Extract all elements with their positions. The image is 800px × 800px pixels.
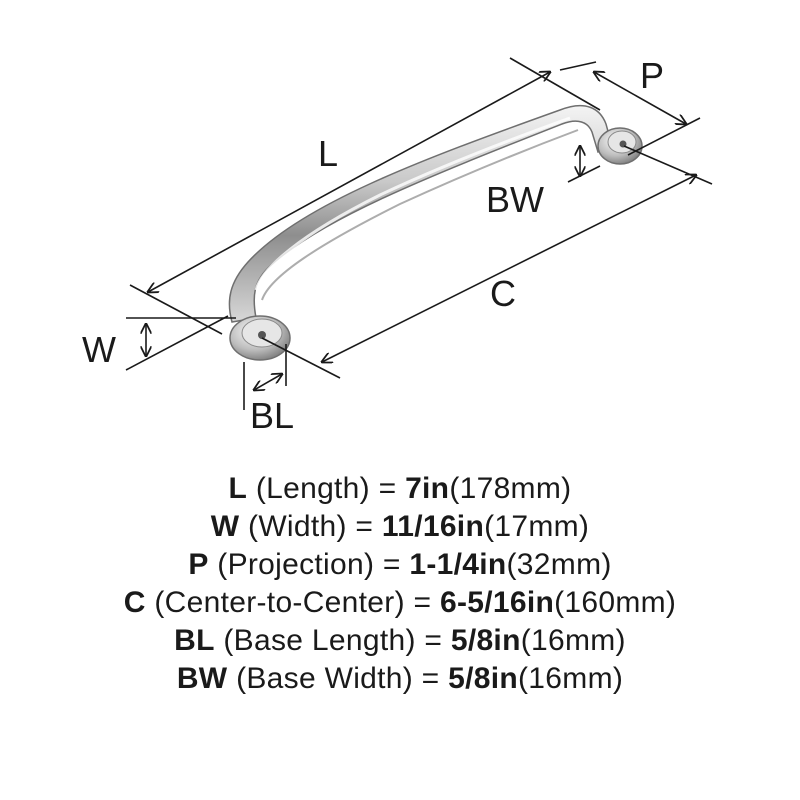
label-P: P — [640, 55, 664, 96]
base-length-dimension-line — [254, 374, 282, 390]
spec-name: (Base Length) = — [214, 624, 451, 657]
spec-metric: (160mm) — [554, 586, 677, 619]
spec-row-center-to-center: C (Center-to-Center) = 6-5/16in(160mm) — [0, 584, 800, 622]
projection-dimension-line — [594, 72, 686, 124]
label-L: L — [318, 133, 338, 174]
right-base-post — [597, 127, 643, 165]
spec-name: (Width) = — [239, 510, 382, 543]
dimension-spec-list: L (Length) = 7in(178mm) W (Width) = 11/1… — [0, 470, 800, 698]
spec-name: (Center-to-Center) = — [145, 586, 440, 619]
spec-row-width: W (Width) = 11/16in(17mm) — [0, 508, 800, 546]
spec-metric: (17mm) — [484, 510, 590, 543]
spec-code: L — [228, 472, 248, 505]
spec-code: W — [210, 510, 240, 543]
spec-code: BW — [176, 662, 228, 695]
label-BL: BL — [250, 395, 294, 436]
spec-metric: (16mm) — [518, 662, 624, 695]
spec-name: (Base Width) = — [227, 662, 449, 695]
label-BW: BW — [486, 179, 544, 220]
label-C: C — [490, 273, 516, 314]
left-base-post — [229, 315, 291, 361]
spec-code: BL — [174, 624, 215, 657]
spec-code: P — [188, 548, 209, 581]
spec-row-base-width: BW (Base Width) = 5/8in(16mm) — [0, 660, 800, 698]
spec-imperial: 11/16in — [381, 510, 485, 543]
spec-row-base-length: BL (Base Length) = 5/8in(16mm) — [0, 622, 800, 660]
spec-imperial: 5/8in — [448, 662, 519, 695]
spec-row-length: L (Length) = 7in(178mm) — [0, 470, 800, 508]
spec-imperial: 6-5/16in — [439, 586, 555, 619]
spec-row-projection: P (Projection) = 1-1/4in(32mm) — [0, 546, 800, 584]
label-W: W — [82, 329, 116, 370]
spec-name: (Length) = — [247, 472, 406, 505]
spec-metric: (178mm) — [449, 472, 572, 505]
center-dimension-line — [322, 175, 696, 362]
spec-imperial: 1-1/4in — [409, 548, 507, 581]
handle-dimension-diagram: L P BW C W BL — [82, 55, 713, 436]
spec-name: (Projection) = — [208, 548, 410, 581]
spec-metric: (16mm) — [520, 624, 626, 657]
spec-imperial: 5/8in — [450, 624, 521, 657]
spec-imperial: 7in — [405, 472, 450, 505]
dimension-lines — [125, 57, 713, 410]
spec-code: C — [123, 586, 146, 619]
spec-metric: (32mm) — [506, 548, 612, 581]
